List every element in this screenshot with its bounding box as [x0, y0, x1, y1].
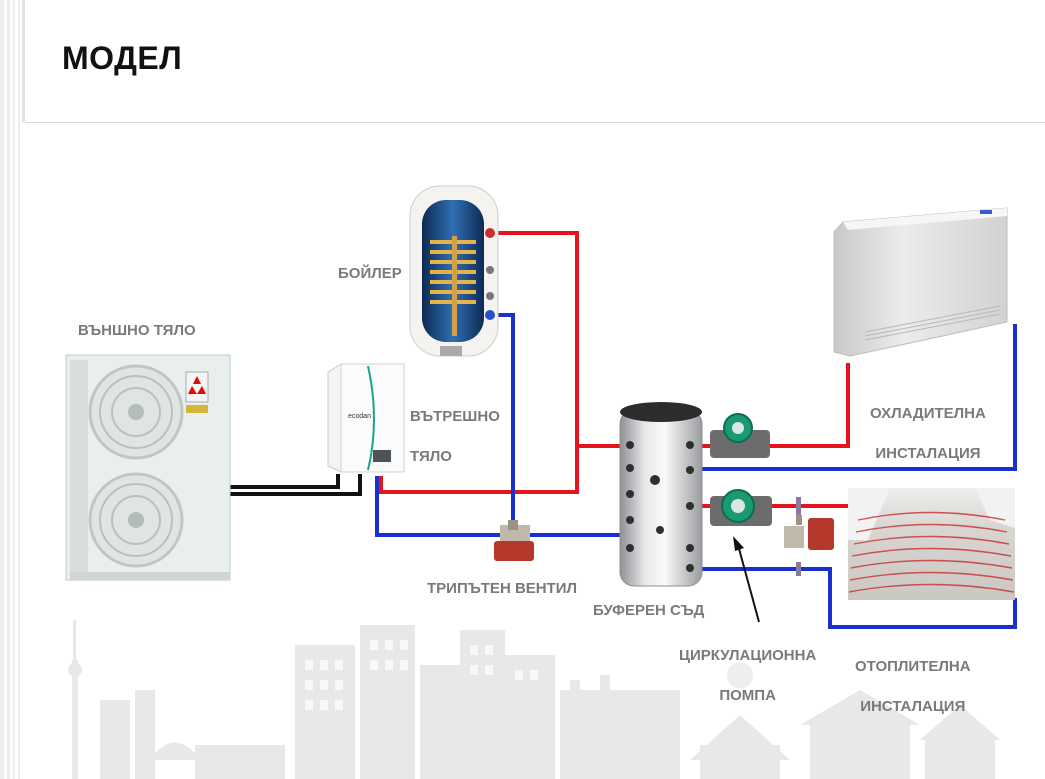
label-buffer-tank: БУФЕРЕН СЪД — [593, 602, 705, 619]
label-heating-line1: ОТОПЛИТЕЛНА — [855, 658, 971, 675]
header-divider — [25, 122, 1045, 123]
indoor-brand: ecodan — [348, 413, 371, 420]
label-indoor-line1: ВЪТРЕШНО — [410, 408, 500, 425]
label-boiler: БОЙЛЕР — [338, 265, 402, 282]
label-heating-installation: ОТОПЛИТЕЛНА ИНСТАЛАЦИЯ — [855, 637, 971, 737]
label-pump-line2: ПОМПА — [719, 687, 776, 704]
indoor-unit-icon: ecodan — [327, 363, 405, 473]
label-outdoor-unit: ВЪНШНО ТЯЛО — [78, 322, 196, 339]
circulation-pump-icon — [710, 413, 772, 526]
label-indoor-line2: ТЯЛО — [410, 448, 452, 465]
floor-heating-icon — [848, 488, 1015, 600]
slide-title: МОДЕЛ — [62, 40, 183, 76]
outdoor-unit-icon — [65, 354, 231, 581]
boiler-tank-icon — [409, 185, 499, 357]
label-pump-line1: ЦИРКУЛАЦИОННА — [679, 647, 817, 664]
label-cooling-installation: ОХЛАДИТЕЛНА ИНСТАЛАЦИЯ — [870, 384, 986, 484]
buffer-tank-icon — [619, 402, 703, 587]
fan-coil-icon — [833, 207, 1008, 357]
label-circulation-pump: ЦИРКУЛАЦИОННА ПОМПА — [679, 626, 816, 726]
mixing-valve-icon — [784, 515, 834, 550]
label-cooling-line1: ОХЛАДИТЕЛНА — [870, 405, 986, 422]
label-three-way-valve: ТРИПЪТЕН ВЕНТИЛ — [427, 580, 578, 597]
label-cooling-line2: ИНСТАЛАЦИЯ — [875, 445, 981, 462]
label-indoor-unit: ВЪТРЕШНО ТЯЛО — [410, 387, 500, 487]
three-way-valve-icon — [494, 520, 534, 561]
label-heating-line2: ИНСТАЛАЦИЯ — [860, 698, 966, 715]
